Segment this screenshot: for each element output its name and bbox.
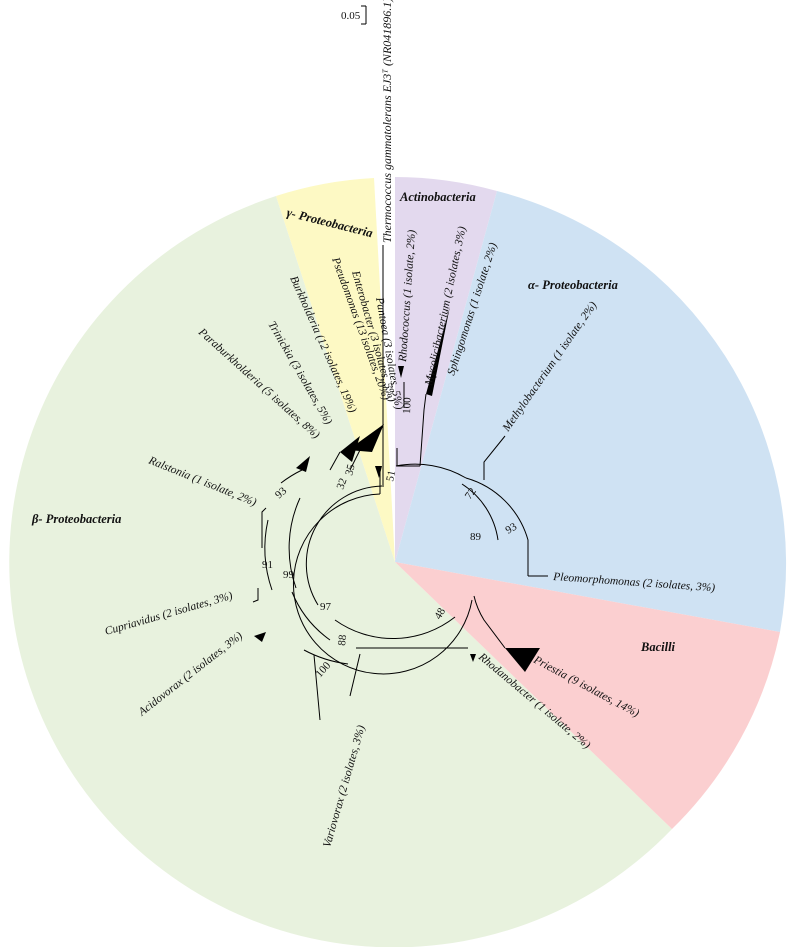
bootstrap-label: 51	[384, 469, 398, 482]
clade-enterobacter	[375, 466, 382, 478]
clade-burkholderia	[340, 436, 360, 462]
wedge-gamma-proteobacteria	[276, 178, 395, 562]
scale-bar-label: 0.05	[341, 10, 361, 22]
outgroup-label: Thermococcus gammatolerans EJ3ᵀ (NR04189…	[380, 0, 394, 243]
tree-branches	[252, 382, 548, 721]
scale-bar	[361, 5, 367, 25]
bootstrap-label: 89	[470, 531, 482, 543]
bootstrap-label: 32	[335, 477, 350, 491]
bootstrap-label: 91	[262, 559, 273, 571]
clade-sphingomonas	[426, 306, 450, 396]
clade-priestia	[505, 648, 540, 672]
group-label-bacilli: Bacilli	[640, 640, 676, 654]
clade-acidovorax	[254, 632, 266, 642]
collapsed-clades	[254, 306, 540, 672]
wedge-beta-proteobacteria	[9, 196, 672, 947]
bootstrap-label: 35	[343, 463, 357, 477]
bootstrap-label: 99	[283, 569, 295, 581]
clade-paraburkholderia	[296, 456, 310, 472]
bootstrap-label: 100	[401, 397, 414, 414]
bootstrap-label: 97	[320, 601, 332, 613]
bootstrap-label: 88	[336, 634, 349, 647]
group-label-actinobacteria: Actinobacteria	[399, 190, 476, 204]
clade-rhodanobacter	[470, 654, 476, 662]
clade-rhodococcus	[398, 366, 404, 378]
wedge-bacilli	[395, 562, 780, 829]
group-label-beta: β- Proteobacteria	[31, 512, 121, 526]
group-label-alpha: α- Proteobacteria	[528, 278, 618, 292]
